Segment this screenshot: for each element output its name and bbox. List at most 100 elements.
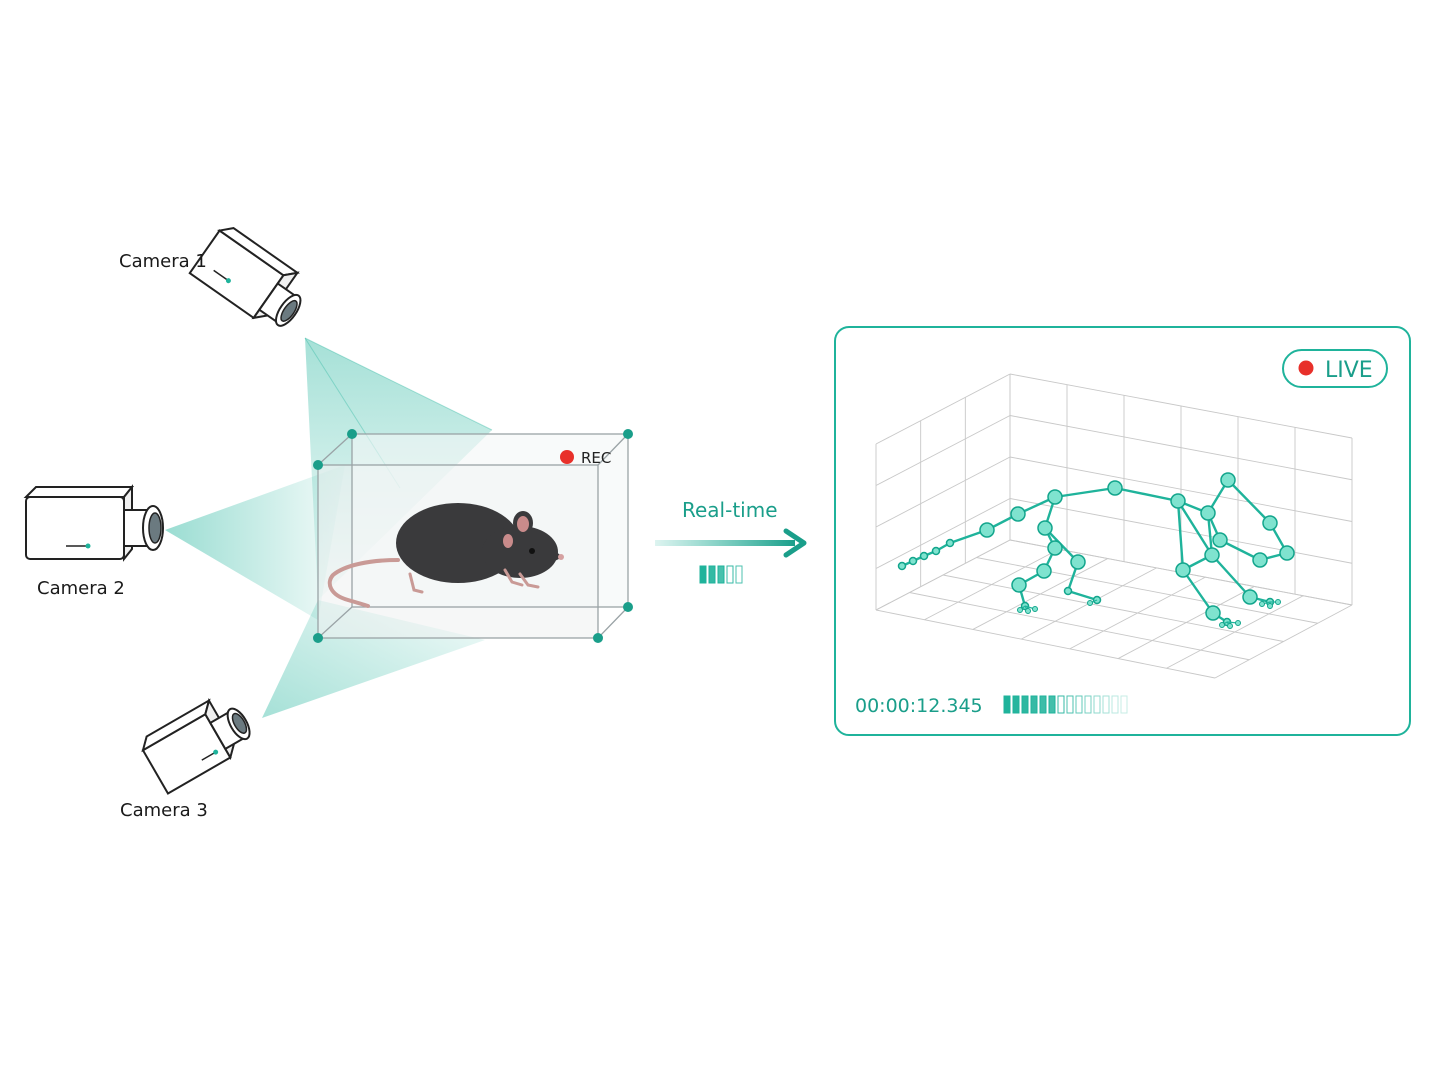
- skeleton-joint: [1205, 605, 1221, 621]
- grid-line: [1009, 456, 1353, 522]
- grid-line: [875, 373, 1011, 445]
- meter-segment: [1039, 695, 1047, 714]
- skeleton-joint: [1200, 505, 1216, 521]
- grid-line: [1009, 415, 1353, 481]
- skeleton-joint: [908, 556, 918, 566]
- skeleton-joint: [1175, 562, 1191, 578]
- grid-line: [909, 592, 1250, 661]
- skeleton-bone: [1210, 553, 1252, 599]
- skeleton-digit-joint: [1032, 606, 1038, 612]
- skeleton-joint: [1262, 515, 1278, 531]
- live-viewer-panel: LIVE 00:00:12.345: [834, 326, 1411, 736]
- skeleton-digit-joint: [1267, 603, 1273, 609]
- skeleton-digit-joint: [1227, 623, 1233, 629]
- meter-segment: [1012, 695, 1020, 714]
- skeleton-joint: [1252, 552, 1268, 568]
- skeleton-joint: [1047, 489, 1063, 505]
- skeleton-digit-joint: [1219, 622, 1225, 628]
- transfer-progress-meter: [699, 565, 743, 584]
- meter-segment: [1102, 695, 1110, 714]
- pose-skeleton: [897, 472, 1295, 629]
- skeleton-bone: [1176, 499, 1185, 572]
- grid-line: [972, 558, 1108, 630]
- skeleton-bone: [1181, 568, 1215, 615]
- grid-line: [1009, 373, 1353, 439]
- realtime-label: Real-time: [682, 498, 778, 522]
- grid-line: [875, 415, 1011, 486]
- skeleton-joint: [919, 551, 929, 561]
- camera-1-label: Camera 1: [119, 251, 207, 272]
- skeleton-joint: [1107, 480, 1123, 496]
- meter-segment: [1084, 695, 1092, 714]
- record-dot-icon: [560, 450, 574, 464]
- arena-corner-markers: [313, 429, 633, 643]
- skeleton-joint: [1242, 589, 1258, 605]
- video-camera-icon: [188, 227, 302, 327]
- skeleton-joint: [1010, 506, 1026, 522]
- grid-line: [875, 539, 1011, 611]
- video-camera-icon: [141, 697, 251, 795]
- skeleton-joint: [1011, 577, 1027, 593]
- camera-2-label: Camera 2: [37, 578, 125, 599]
- meter-segment: [699, 565, 707, 584]
- skeleton-joint: [897, 561, 907, 571]
- skeleton-joint: [1220, 472, 1236, 488]
- skeleton-joint: [1036, 563, 1052, 579]
- transfer-arrow-shaft: [655, 540, 795, 546]
- camera-2-beam: [165, 465, 345, 620]
- meter-segment: [1066, 695, 1074, 714]
- meter-segment: [717, 565, 725, 584]
- grid-line: [875, 456, 1011, 528]
- skeleton-bone: [1113, 486, 1180, 503]
- skeleton-joint: [1037, 520, 1053, 536]
- camera-3[interactable]: [138, 690, 258, 795]
- meter-segment: [708, 565, 716, 584]
- skeleton-digit-joint: [1087, 600, 1093, 606]
- skeleton-joint: [1170, 493, 1186, 509]
- grid-line: [1214, 604, 1353, 679]
- skeleton-digit-joint: [1235, 620, 1241, 626]
- skeleton-joint: [1047, 540, 1063, 556]
- skeleton-digit-joint: [1025, 608, 1031, 614]
- timestamp: 00:00:12.345: [855, 695, 983, 717]
- skeleton-bone: [1066, 589, 1099, 602]
- rec-label: REC: [581, 449, 611, 467]
- grid-line: [1069, 576, 1206, 650]
- camera-3-label: Camera 3: [120, 800, 208, 821]
- grid-line: [924, 548, 1060, 621]
- live-dot-icon: [1298, 360, 1314, 376]
- skeleton-joint: [1279, 545, 1295, 561]
- realtime-transfer: Real-time: [655, 498, 807, 584]
- meter-segment: [1048, 695, 1056, 714]
- video-camera-icon: [23, 484, 164, 562]
- buffer-meter: [1003, 695, 1128, 714]
- camera-1[interactable]: [188, 222, 316, 336]
- skeleton-joint: [945, 538, 955, 548]
- rec-indicator: REC: [560, 449, 611, 467]
- skeleton-joint: [1063, 586, 1073, 596]
- skeleton-bone: [1176, 499, 1214, 557]
- meter-segment: [1057, 695, 1065, 714]
- meter-segment: [1021, 695, 1029, 714]
- skeleton-joint: [1212, 532, 1228, 548]
- skeleton-joint: [931, 546, 941, 556]
- skeleton-digit-joint: [1017, 607, 1023, 613]
- skeleton-joint: [1204, 547, 1220, 563]
- live-badge: LIVE: [1282, 349, 1388, 388]
- camera-2[interactable]: [23, 484, 164, 562]
- grid-line: [875, 498, 1011, 569]
- skeleton-joint: [979, 522, 995, 538]
- meter-segment: [1120, 695, 1128, 714]
- meter-segment: [735, 565, 743, 584]
- meter-segment: [1111, 695, 1119, 714]
- meter-segment: [1075, 695, 1083, 714]
- skeleton-digit-joint: [1259, 601, 1265, 607]
- meter-segment: [1030, 695, 1038, 714]
- mouse-illustration: [327, 503, 564, 608]
- skeleton-bone: [1226, 478, 1272, 525]
- meter-segment: [726, 565, 734, 584]
- meter-segment: [1093, 695, 1101, 714]
- grid-line: [875, 609, 1216, 679]
- live-label: LIVE: [1325, 358, 1373, 383]
- skeleton-bone: [1053, 486, 1117, 499]
